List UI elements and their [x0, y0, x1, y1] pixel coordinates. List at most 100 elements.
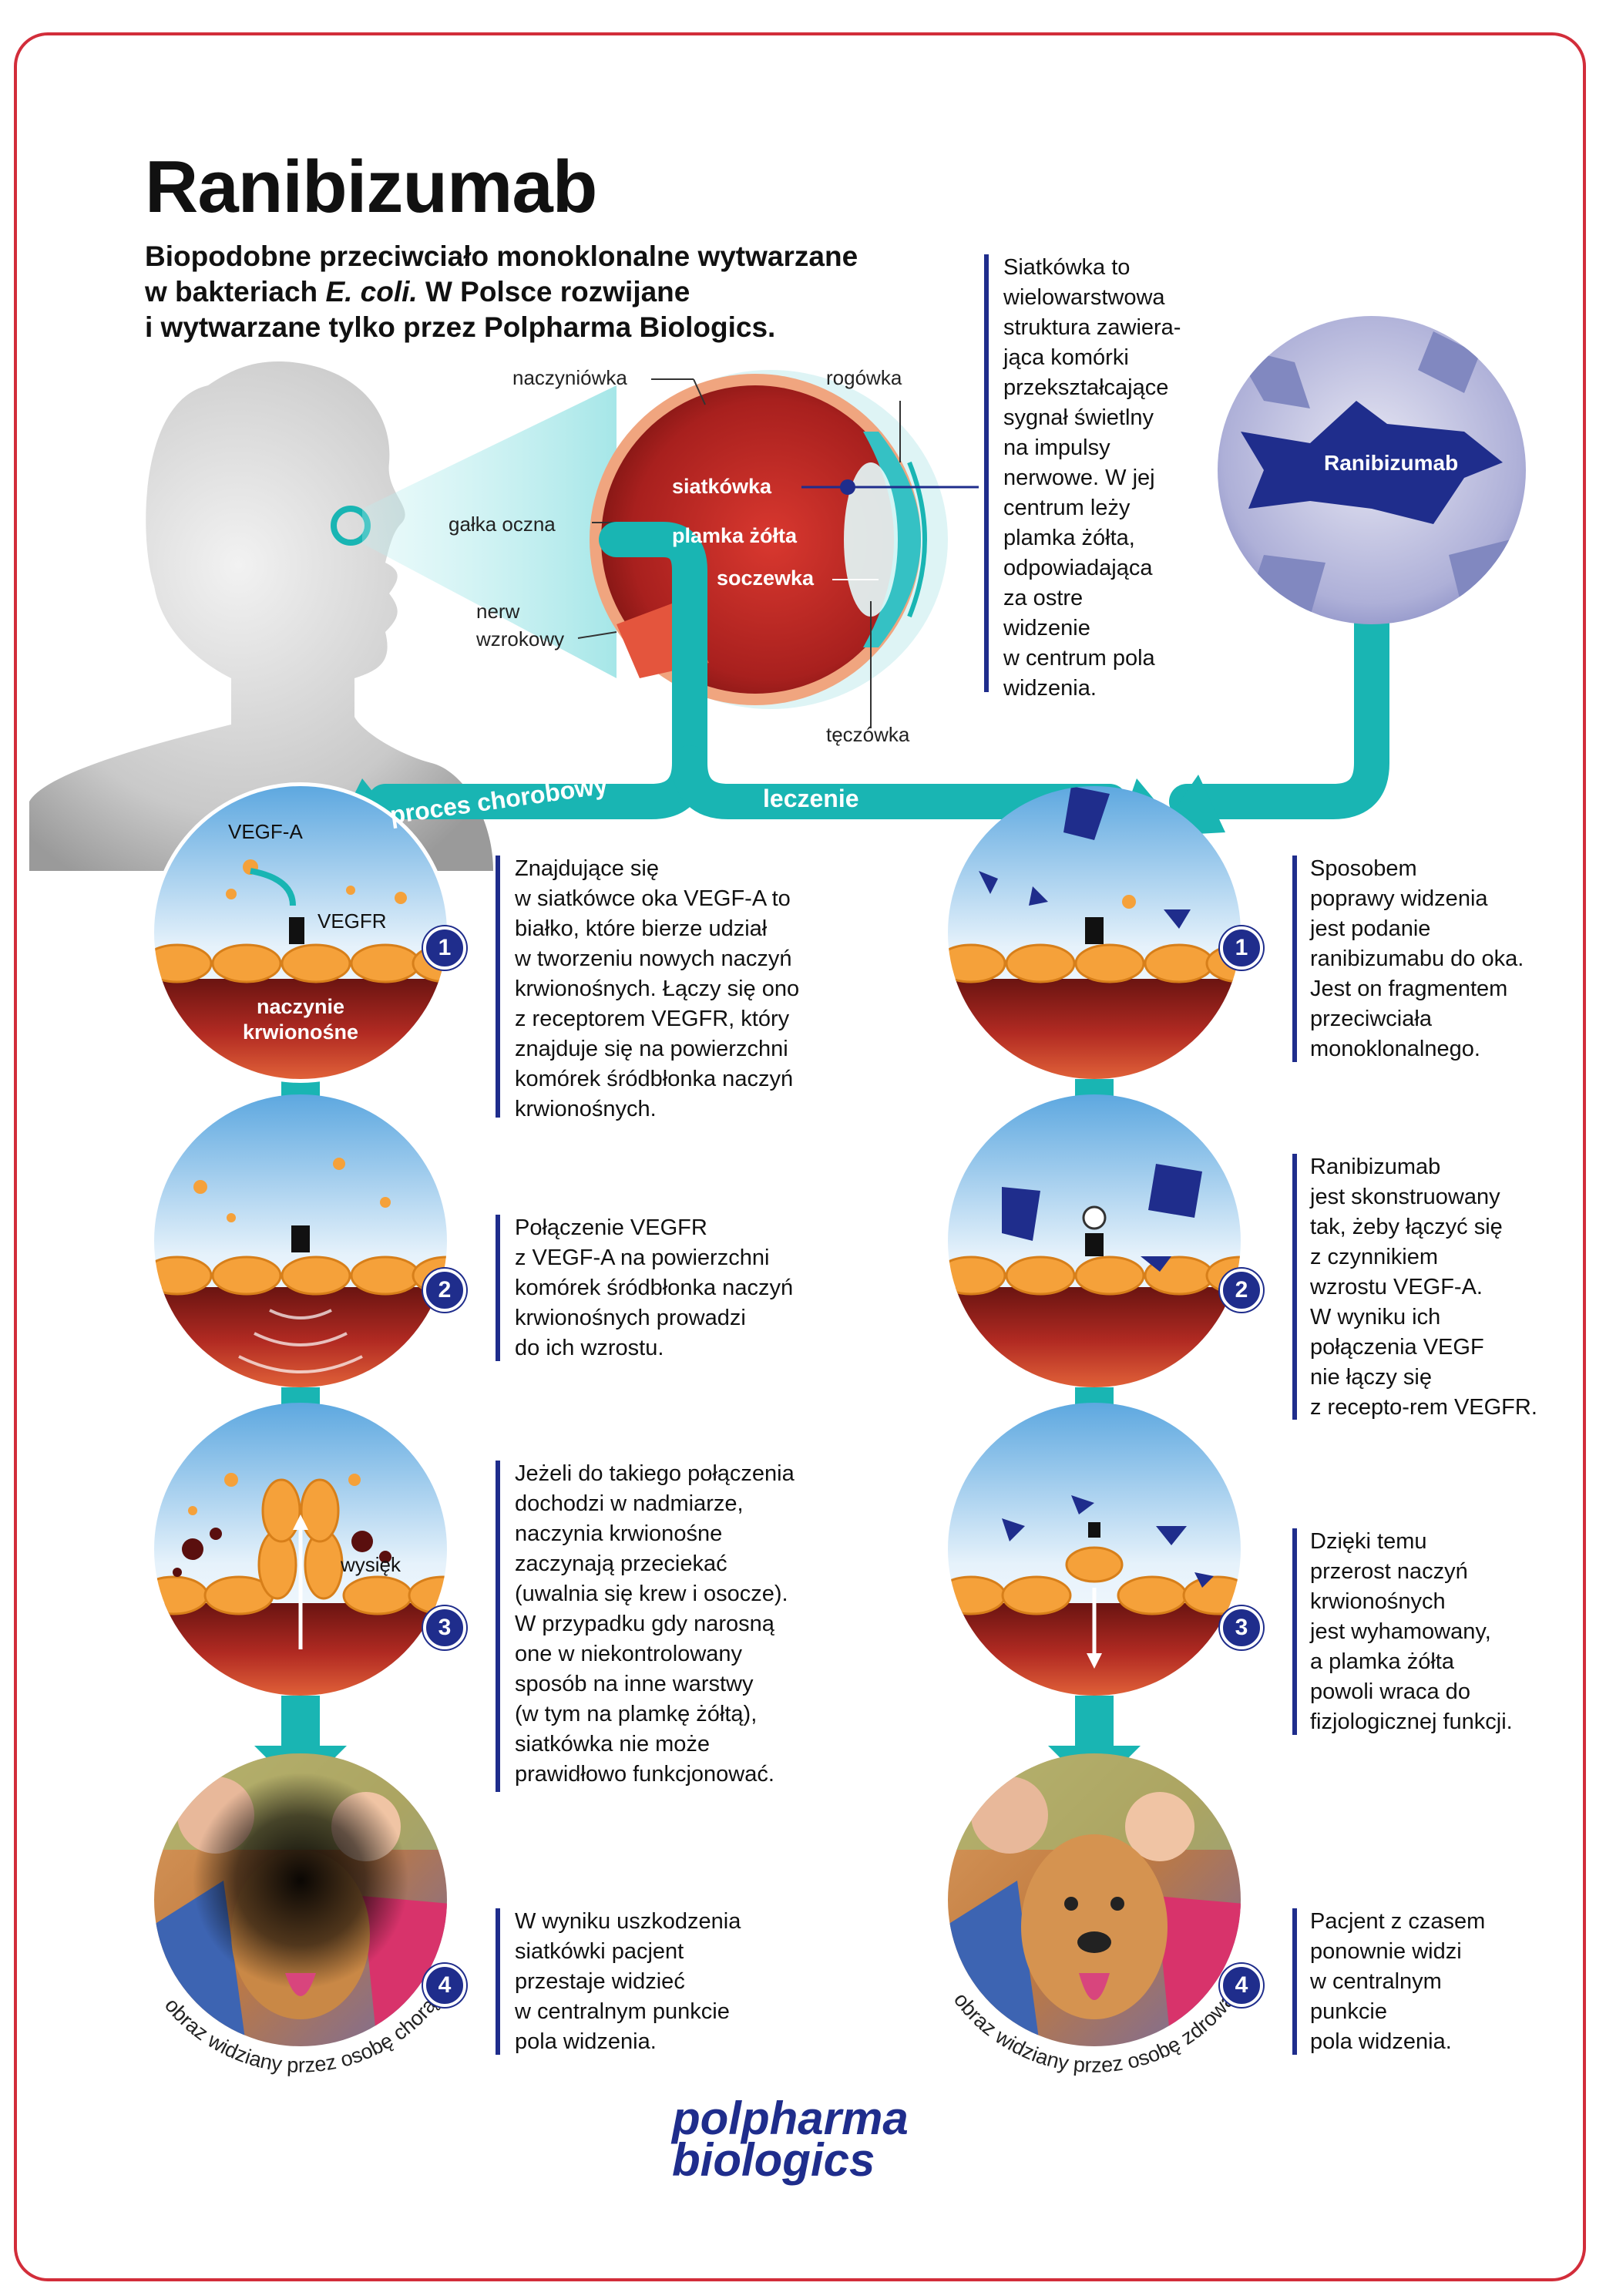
treatment-step-3-line: powoli wraca do: [1310, 1679, 1470, 1704]
label-teczowka: tęczówka: [826, 723, 910, 746]
retina-note-line: widzenia.: [1003, 676, 1097, 701]
retina-note-line: struktura zawiera-: [1003, 315, 1181, 340]
page-title: Ranibizumab: [145, 146, 597, 228]
disease-step-1-line: białko, które bierze udział: [515, 916, 768, 941]
label-siatkowka: siatkówka: [672, 475, 772, 498]
disease-bar-4: [496, 1908, 500, 2055]
disease-step-1-line: znajduje się na powierzchni: [515, 1037, 788, 1061]
treatment-step-1-line: przeciwciała: [1310, 1007, 1432, 1031]
badge-disease-4: 4: [423, 1964, 466, 2007]
label-vegfa: VEGF-A: [228, 820, 303, 843]
treatment-step-4-line: Pacjent z czasem: [1310, 1909, 1486, 1934]
label-soczewka: soczewka: [717, 566, 815, 590]
disease-bar-2: [496, 1215, 500, 1361]
treatment-step-2-line: wzrostu VEGF-A.: [1310, 1275, 1483, 1299]
badge-disease-3: 3: [423, 1606, 466, 1649]
ranibizumab-label: Ranibizumab: [1324, 451, 1459, 475]
disease-bar-3: [496, 1461, 500, 1792]
treatment-step-1-line: poprawy widzenia: [1310, 886, 1488, 911]
treatment-step-1-line: ranibizumabu do oka.: [1310, 946, 1524, 971]
disease-step-3-line: siatkówka nie może: [515, 1732, 711, 1756]
badge-treatment-4: 4: [1220, 1964, 1263, 2007]
badge-disease-1: 1: [423, 926, 466, 970]
zoom-cone: [362, 385, 617, 678]
disease-step-3-line: dochodzi w nadmiarze,: [515, 1491, 744, 1516]
disease-circle-1: [150, 782, 451, 1083]
flow-label-treatment: leczenie: [763, 785, 859, 812]
treatment-step-3-line: krwionośnych: [1310, 1589, 1446, 1614]
disease-step-2-line: Połączenie VEGFR: [515, 1215, 707, 1240]
treatment-step-2-line: z czynnikiem: [1310, 1245, 1438, 1269]
disease-step-2-text: Połączenie VEGFR z VEGF-A na powierzchni k…: [515, 1213, 793, 1363]
disease-step-1-line: Znajdujące się: [515, 856, 659, 881]
treatment-step-3-text: Dzięki temu przerost naczyń krwionośnych je…: [1310, 1527, 1513, 1737]
disease-step-1-line: krwionośnych. Łączy się ono: [515, 977, 800, 1001]
treatment-step-1-text: Sposobem poprawy widzenia jest podanie rani…: [1310, 854, 1524, 1064]
ranibizumab-circle: [1218, 316, 1526, 624]
treatment-step-4-line: w centralnym: [1310, 1969, 1442, 1994]
treatment-step-1-line: jest podanie: [1310, 916, 1431, 941]
treatment-step-3-line: fizjologicznej funkcji.: [1310, 1709, 1513, 1734]
treatment-bar-2: [1292, 1154, 1297, 1420]
treatment-step-1-line: Sposobem: [1310, 856, 1417, 881]
disease-step-1-line: z receptorem VEGFR, który: [515, 1007, 790, 1031]
disease-step-3-text: Jeżeli do takiego połączenia dochodzi w n…: [515, 1459, 795, 1790]
retina-note-bar: [984, 254, 989, 692]
retina-note-line: w centrum pola: [1003, 646, 1155, 671]
disease-step-1-line: w tworzeniu nowych naczyń: [515, 946, 792, 971]
disease-step-3-line: (uwalnia się krew i osocze).: [515, 1582, 788, 1606]
treatment-bar-3: [1292, 1528, 1297, 1735]
disease-step-1-line: krwionośnych.: [515, 1097, 657, 1121]
disease-step-2-line: komórek śródbłonka naczyń: [515, 1276, 794, 1300]
treatment-step-4-line: pola widzenia.: [1310, 2029, 1452, 2054]
disease-step-3-line: one w niekontrolowany: [515, 1642, 743, 1666]
label-naczyniowka: naczyniówka: [512, 366, 627, 389]
badge-treatment-3: 3: [1220, 1606, 1263, 1649]
disease-step-2-line: do ich wzrostu.: [515, 1336, 664, 1360]
retina-note-line: przekształcające: [1003, 375, 1169, 400]
retina-note-line: nerwowe. W jej: [1003, 466, 1155, 490]
subtitle-line-3: i wytwarzane tylko przez Polpharma Biolo…: [145, 311, 776, 343]
badge-treatment-2: 2: [1220, 1269, 1263, 1312]
disease-step-2-line: z VEGF-A na powierzchni: [515, 1245, 770, 1270]
treatment-circle-3: [948, 1403, 1241, 1696]
label-wysiek: wysięk: [341, 1553, 402, 1576]
disease-vision-image: [154, 1753, 447, 2046]
disease-step-4-line: przestaje widzieć: [515, 1969, 685, 1994]
treatment-step-1-line: Jest on fragmentem: [1310, 977, 1508, 1001]
flow-arrows: [368, 522, 1389, 819]
retina-note-line: wielowarstwowa: [1003, 285, 1165, 310]
treatment-bar-4: [1292, 1908, 1297, 2055]
treatment-step-3-line: a plamka żółta: [1310, 1649, 1454, 1674]
label-galka-oczna: gałka oczna: [449, 513, 556, 536]
disease-step-1-line: komórek śródbłonka naczyń: [515, 1067, 794, 1091]
treatment-step-3-line: jest wyhamowany,: [1310, 1619, 1491, 1644]
disease-bar-1: [496, 856, 500, 1118]
treatment-step-3-line: Dzięki temu: [1310, 1529, 1427, 1554]
badge-disease-2: 2: [423, 1269, 466, 1312]
disease-circle-2: [154, 1094, 447, 1387]
retina-note-line: centrum leży: [1003, 496, 1131, 520]
badge-treatment-1: 1: [1220, 926, 1263, 970]
page-border: [14, 32, 1586, 2281]
retina-note-line: za ostre: [1003, 586, 1084, 610]
label-plamka: plamka żółta: [672, 524, 798, 547]
disease-step-1-line: w siatkówce oka VEGF-A to: [515, 886, 791, 911]
treatment-bar-1: [1292, 856, 1297, 1062]
treatment-step-4-line: punkcie: [1310, 1999, 1387, 2024]
disease-step-3-line: prawidłowo funkcjonować.: [515, 1762, 774, 1787]
retina-note-line: na impulsy: [1003, 435, 1110, 460]
page-subtitle: Biopodobne przeciwciało monoklonalne wyt…: [145, 239, 962, 345]
disease-step-4-line: W wyniku uszkodzenia: [515, 1909, 741, 1934]
treatment-step-3-line: przerost naczyń: [1310, 1559, 1468, 1584]
disease-step-3-line: Jeżeli do takiego połączenia: [515, 1461, 795, 1486]
disease-circle-3: [154, 1403, 447, 1696]
retina-note-line: plamka żółta,: [1003, 526, 1135, 550]
disease-step-3-line: sposób na inne warstwy: [515, 1672, 754, 1696]
